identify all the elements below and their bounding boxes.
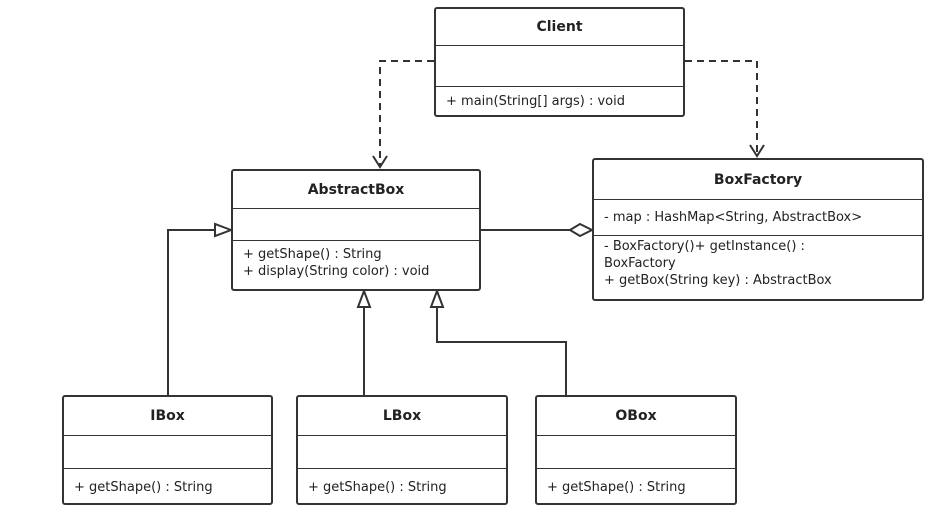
method-line: + main(String[] args) : void [446, 94, 625, 109]
class-lbox-methods: + getShape() : String [298, 468, 506, 503]
dependency-arrowhead-boxfactory [749, 144, 765, 158]
method-line: - BoxFactory()+ getInstance() : BoxFacto… [604, 239, 805, 271]
class-client[interactable]: Client + main(String[] args) : void [434, 7, 685, 117]
class-boxfactory-name: BoxFactory [713, 171, 803, 188]
class-abstractbox[interactable]: AbstractBox + getShape() : String + disp… [231, 169, 481, 291]
class-client-name: Client [536, 19, 583, 35]
class-boxfactory[interactable]: BoxFactory - map : HashMap<String, Abstr… [592, 158, 924, 301]
dependency-client-boxfactory [685, 60, 758, 155]
generalization-obox [436, 307, 567, 395]
class-obox-attributes [537, 435, 735, 468]
method-line: + getShape() : String [243, 247, 382, 262]
class-client-methods: + main(String[] args) : void [436, 86, 683, 115]
class-client-attributes [436, 45, 683, 86]
generalization-ibox [167, 229, 215, 395]
class-lbox[interactable]: LBox + getShape() : String [296, 395, 508, 505]
generalization-arrow-obox [429, 288, 445, 308]
method-line: + getShape() : String [308, 480, 447, 495]
dependency-arrowhead-abstractbox [372, 155, 388, 169]
attribute-line: - map : HashMap<String, AbstractBox> [604, 210, 863, 225]
method-line: + getShape() : String [547, 480, 686, 495]
class-abstractbox-attributes [233, 208, 479, 240]
dependency-client-abstractbox [379, 60, 434, 166]
generalization-arrow-ibox [214, 222, 234, 238]
class-ibox-attributes [64, 435, 271, 468]
class-abstractbox-methods: + getShape() : String + display(String c… [233, 240, 479, 289]
class-obox-name: OBox [615, 408, 657, 424]
class-ibox-methods: + getShape() : String [64, 468, 271, 503]
method-line: + display(String color) : void [243, 264, 430, 279]
method-line: + getShape() : String [74, 480, 213, 495]
generalization-arrow-lbox [356, 288, 372, 308]
class-ibox[interactable]: IBox + getShape() : String [62, 395, 273, 505]
class-obox-methods: + getShape() : String [537, 468, 735, 503]
class-boxfactory-methods: - BoxFactory()+ getInstance() : BoxFacto… [594, 235, 922, 299]
class-obox[interactable]: OBox + getShape() : String [535, 395, 737, 505]
aggregation-diamond [568, 222, 595, 238]
class-lbox-name: LBox [382, 408, 422, 424]
class-boxfactory-attributes: - map : HashMap<String, AbstractBox> [594, 199, 922, 235]
class-lbox-attributes [298, 435, 506, 468]
method-line: + getBox(String key) : AbstractBox [604, 273, 832, 288]
class-abstractbox-name: AbstractBox [307, 181, 405, 198]
class-ibox-name: IBox [150, 408, 185, 424]
